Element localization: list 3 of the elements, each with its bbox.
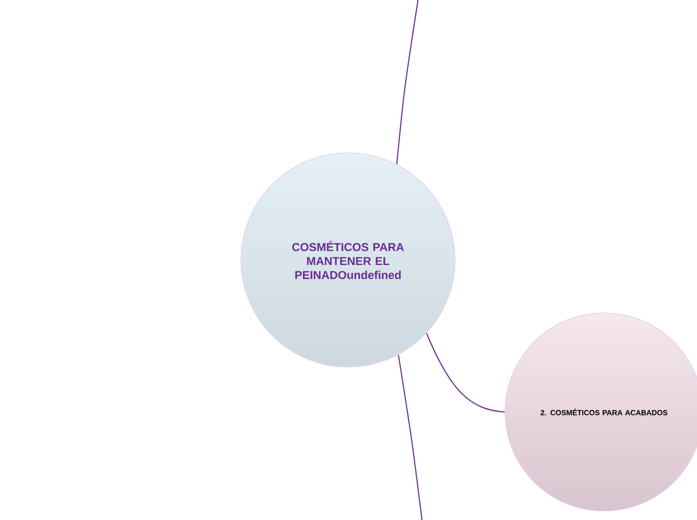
- connector-line: [426, 333, 505, 413]
- connector-line: [398, 354, 423, 520]
- connector-line: [396, 0, 419, 164]
